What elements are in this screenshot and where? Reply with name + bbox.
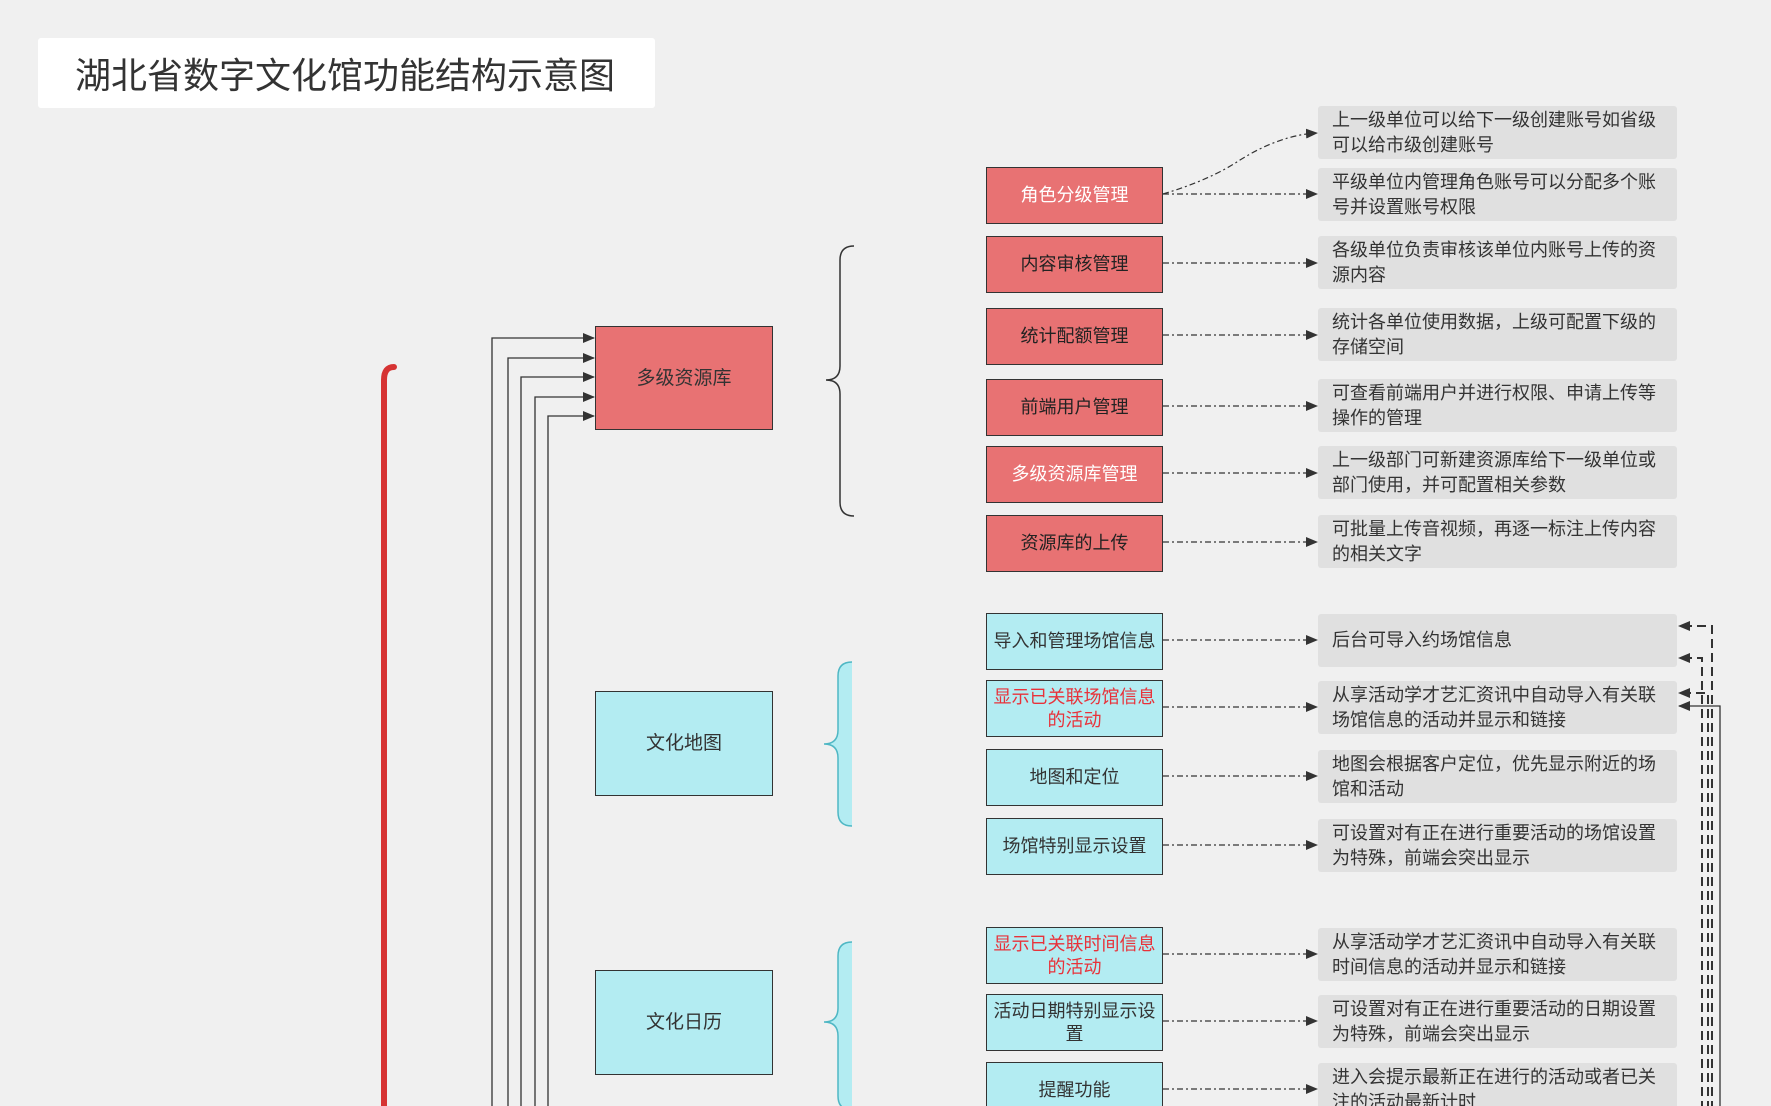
diagram-title: 湖北省数字文化馆功能结构示意图 (38, 38, 655, 108)
note-location-priority: 地图会根据客户定位，优先显示附近的场馆和活动 (1318, 750, 1677, 803)
return-connector (1678, 701, 1721, 1106)
feeder-connector (547, 411, 595, 1106)
function-statistics-quota-management[interactable]: 统计配额管理 (986, 308, 1163, 365)
function-content-review-management[interactable]: 内容审核管理 (986, 236, 1163, 293)
note-create-subordinate-accounts: 上一级单位可以给下一级创建账号如省级可以给市级创建账号 (1318, 106, 1677, 159)
feeder-connector (520, 372, 595, 1106)
return-connector (1678, 653, 1703, 1106)
group-brace (825, 245, 855, 517)
trunk-line (381, 364, 397, 1106)
note-create-resource-library: 上一级部门可新建资源库给下一级单位或部门使用，并可配置相关参数 (1318, 446, 1677, 499)
function-show-venue-linked-activities[interactable]: 显示已关联场馆信息的活动 (986, 680, 1163, 737)
group-brace (823, 941, 853, 1106)
function-multilevel-library-management[interactable]: 多级资源库管理 (986, 446, 1163, 503)
function-role-hierarchy-management[interactable]: 角色分级管理 (986, 167, 1163, 224)
note-date-highlight: 可设置对有正在进行重要活动的日期设置为特殊，前端会突出显示 (1318, 995, 1677, 1048)
feeder-connector (491, 333, 595, 1106)
note-venue-highlight: 可设置对有正在进行重要活动的场馆设置为特殊，前端会突出显示 (1318, 819, 1677, 872)
function-show-time-linked-activities[interactable]: 显示已关联时间信息的活动 (986, 927, 1163, 984)
return-connector (1678, 621, 1713, 1106)
function-import-venue-info[interactable]: 导入和管理场馆信息 (986, 613, 1163, 670)
note-batch-upload: 可批量上传音视频，再逐一标注上传内容的相关文字 (1318, 515, 1677, 568)
note-connector-curved (1162, 128, 1318, 195)
function-frontend-user-management[interactable]: 前端用户管理 (986, 379, 1163, 436)
note-venue-linked-activities: 从享活动学才艺汇资讯中自动导入有关联场馆信息的活动并显示和链接 (1318, 681, 1677, 734)
note-usage-statistics: 统计各单位使用数据，上级可配置下级的存储空间 (1318, 308, 1677, 361)
function-map-and-location[interactable]: 地图和定位 (986, 749, 1163, 806)
module-culture-calendar[interactable]: 文化日历 (595, 970, 773, 1075)
note-time-linked-activities: 从享活动学才艺汇资讯中自动导入有关联时间信息的活动并显示和链接 (1318, 928, 1677, 981)
module-culture-map[interactable]: 文化地图 (595, 691, 773, 796)
feeder-connector (507, 353, 595, 1106)
function-resource-upload[interactable]: 资源库的上传 (986, 515, 1163, 572)
group-brace (823, 661, 853, 827)
return-connector (1678, 688, 1709, 1106)
module-multilevel-resource-library[interactable]: 多级资源库 (595, 326, 773, 430)
note-content-review: 各级单位负责审核该单位内账号上传的资源内容 (1318, 236, 1677, 289)
function-venue-highlight-settings[interactable]: 场馆特别显示设置 (986, 818, 1163, 875)
note-reminder: 进入会提示最新正在进行的活动或者已关注的活动最新计时 (1318, 1063, 1677, 1106)
function-reminder[interactable]: 提醒功能 (986, 1062, 1163, 1106)
note-frontend-user-permissions: 可查看前端用户并进行权限、申请上传等操作的管理 (1318, 379, 1677, 432)
feeder-connector (534, 392, 595, 1106)
note-peer-account-permissions: 平级单位内管理角色账号可以分配多个账号并设置账号权限 (1318, 168, 1677, 221)
note-import-venues: 后台可导入约场馆信息 (1318, 614, 1677, 667)
function-date-highlight-settings[interactable]: 活动日期特别显示设置 (986, 994, 1163, 1051)
